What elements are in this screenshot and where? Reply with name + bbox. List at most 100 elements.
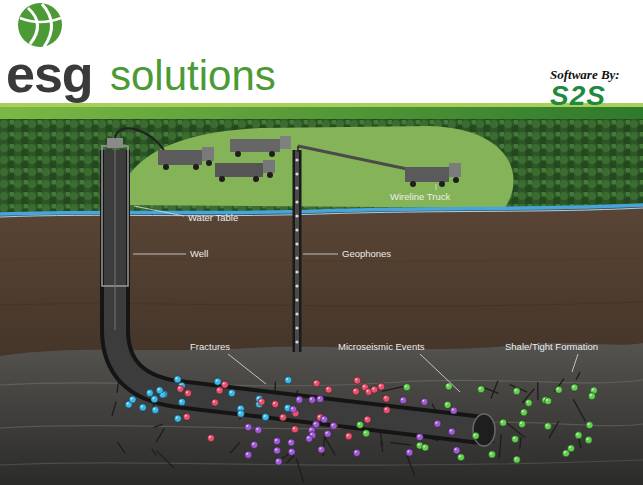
event-dot-body <box>457 454 464 461</box>
event-dot-body <box>406 449 413 456</box>
event-dot <box>450 407 457 414</box>
event-dot <box>513 388 520 395</box>
event-dot-body <box>352 388 359 395</box>
event-dot-glint <box>152 397 154 399</box>
event-dot-body <box>488 451 495 458</box>
event-dot <box>255 426 262 433</box>
event-dot-glint <box>446 403 448 405</box>
event-dot-body <box>207 434 214 441</box>
event-dot <box>378 383 385 390</box>
event-dot <box>400 397 407 404</box>
event-dot-glint <box>310 433 312 435</box>
event-dot-body <box>152 406 159 413</box>
event-dot-body <box>383 406 390 413</box>
event-dot-glint <box>286 378 288 380</box>
event-dot-glint <box>515 458 517 460</box>
credit-text: Software By: <box>550 68 620 81</box>
event-dot <box>448 428 455 435</box>
event-dot <box>513 456 520 463</box>
event-dot <box>139 404 146 411</box>
event-dot-body <box>354 377 361 384</box>
event-dot <box>228 389 235 396</box>
event-dot <box>321 416 328 423</box>
event-dot <box>290 406 297 413</box>
event-dot-glint <box>365 418 367 420</box>
event-dot-body <box>272 401 279 408</box>
event-dot-body <box>453 447 460 454</box>
event-dot-body <box>325 386 332 393</box>
event-dot-glint <box>286 406 288 408</box>
stratum-line <box>0 258 643 261</box>
fracture <box>491 381 498 399</box>
fracture <box>112 402 116 416</box>
geophone-well-core <box>295 150 299 352</box>
event-dot <box>575 432 582 439</box>
event-dot-body <box>313 380 320 387</box>
event-dot <box>585 436 592 443</box>
event-dot-glint <box>230 391 232 393</box>
event-dot-body <box>279 414 286 421</box>
event-dot-body <box>383 395 390 402</box>
geophone <box>295 270 298 273</box>
event-dot-body <box>371 386 378 393</box>
part-label-slot: Geophones <box>342 249 391 259</box>
event-dot-glint <box>290 450 292 452</box>
event-dot-glint <box>178 387 180 389</box>
event-dot-glint <box>239 407 241 409</box>
part-label: Wireline Truck <box>390 192 450 202</box>
event-dot-body <box>288 439 295 446</box>
part-label: Geophones <box>342 249 391 259</box>
credit-logo-slot: S2S <box>550 82 606 110</box>
fracture <box>499 434 501 458</box>
event-dot-glint <box>490 452 492 454</box>
event-dot-glint <box>401 398 403 400</box>
event-dot <box>272 401 279 408</box>
event-dot-glint <box>384 397 386 399</box>
event-dot-body <box>567 445 574 452</box>
part-label: Fractures <box>190 342 230 352</box>
event-dot-glint <box>347 434 349 436</box>
event-dot-body <box>262 413 269 420</box>
event-dot <box>207 434 214 441</box>
event-dot-body <box>345 433 352 440</box>
logo-word: solutions <box>110 55 276 97</box>
event-dot-body <box>275 458 282 465</box>
event-dot-body <box>571 384 578 391</box>
fracture <box>296 458 303 482</box>
event-dot <box>567 445 574 452</box>
geophone <box>295 228 298 231</box>
event-dot-body <box>512 435 519 442</box>
fracture <box>325 437 336 455</box>
event-dot-glint <box>291 407 293 409</box>
event-dot <box>422 444 429 451</box>
event-dot-glint <box>520 422 522 424</box>
event-dot <box>544 397 551 404</box>
event-dot <box>544 423 551 430</box>
part-label: Well <box>190 249 208 259</box>
event-dot-glint <box>592 388 594 390</box>
event-dot-glint <box>450 430 452 432</box>
event-dot <box>371 386 378 393</box>
event-dot <box>324 430 331 437</box>
event-dot-glint <box>363 385 365 387</box>
event-dot <box>306 435 313 442</box>
event-dot-glint <box>501 421 503 423</box>
event-dot-body <box>318 446 325 453</box>
event-dot <box>555 386 562 393</box>
event-dot-body <box>353 449 360 456</box>
event-dot-glint <box>423 445 425 447</box>
event-dot-body <box>288 448 295 455</box>
event-dot-glint <box>355 451 357 453</box>
event-dot-body <box>434 420 441 427</box>
event-dot <box>363 430 370 437</box>
part-label: Shale/Tight Formation <box>505 342 598 352</box>
event-dot-glint <box>322 417 324 419</box>
geophone <box>295 326 298 329</box>
event-dot-glint <box>447 384 449 386</box>
part-label-slot: Fractures <box>190 342 230 352</box>
event-dot-body <box>255 426 262 433</box>
event-dot <box>245 424 252 431</box>
logo-word-slot: solutions <box>110 55 276 97</box>
leader-lines <box>133 184 578 392</box>
